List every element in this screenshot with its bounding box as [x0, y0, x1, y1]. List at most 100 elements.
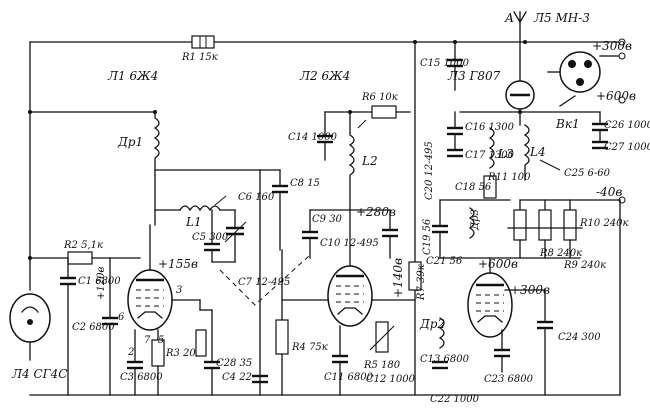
pin-label: 2	[127, 347, 134, 358]
tube-l5	[505, 80, 535, 110]
c26-label: C26 1000	[604, 120, 650, 131]
c11-capacitor: C11 6800	[324, 325, 374, 396]
pin-label: 6	[118, 312, 125, 323]
r5-resistor: R5 180	[363, 321, 401, 371]
c10-capacitor: C10 12-495	[320, 238, 379, 249]
l1-coil-label: L1	[185, 215, 202, 229]
c8-capacitor: C8 15	[272, 169, 320, 251]
tube-l4: Л4 СГ4С	[9, 293, 67, 381]
c7-label: C7 12-495	[238, 277, 290, 288]
r2-label: R2 5,1к	[63, 240, 103, 251]
v280-label: +280в	[356, 205, 396, 219]
r10-label: R10 240к	[579, 218, 629, 229]
c15-capacitor: C15 1000	[420, 41, 470, 91]
c17-label: C17 1300	[465, 150, 515, 161]
c13-capacitor: C13 6800	[420, 354, 470, 370]
c23-label: C23 6800	[484, 374, 534, 385]
r3-label: R3 20к	[165, 348, 202, 359]
c3-label: C3 6800	[120, 372, 163, 383]
c2-label: C2 6800	[72, 322, 115, 333]
c13-label: C13 6800	[420, 354, 470, 365]
tube-l2: Л2 6Ж4	[299, 69, 373, 327]
r9-label: R9 240к	[563, 260, 606, 271]
r1-resistor: R1 15к	[181, 35, 218, 63]
c5-capacitor: C5 300	[192, 209, 229, 263]
top-bus	[28, 38, 626, 291]
r3-resistor: R3 20к	[151, 329, 202, 396]
c1-label: C1 6800	[78, 276, 121, 287]
c19-label: C19 56	[422, 218, 433, 255]
pin-label: 7	[144, 335, 151, 346]
dr2-choke: Др2	[419, 317, 445, 349]
v600-label: +600в	[596, 89, 636, 103]
c22-label: C22 1000	[430, 394, 480, 405]
r6-resistor: R6 10к	[361, 92, 398, 119]
c20-capacitor: C20 12-495	[424, 141, 435, 200]
dr2-label: Др2	[419, 317, 445, 331]
c2-capacitor: C2 6800	[72, 257, 118, 396]
c19-capacitor: C19 56	[422, 199, 448, 259]
v120-label: +120в	[96, 267, 107, 300]
c3-capacitor: C3 6800	[120, 329, 163, 396]
dr1-label: Др1	[117, 135, 143, 149]
c27-label: C27 1000	[604, 142, 650, 153]
r7-resistor: R7 39к	[408, 261, 427, 301]
c14-capacitor: C14 1000	[288, 132, 338, 161]
c6-capacitor: C6 160	[224, 192, 275, 263]
tube-l3: Л3 Г807	[447, 69, 513, 338]
l2-coil-label: L2	[361, 154, 378, 168]
c11-label: C11 6800	[324, 372, 374, 383]
r4-resistor: R4 75к	[275, 249, 328, 396]
small-res-l1	[195, 329, 207, 357]
l1-tube-label: Л1 6Ж4	[107, 69, 158, 83]
c24-capacitor: C24 300	[537, 289, 601, 396]
c20-label: C20 12-495	[424, 141, 435, 200]
r1-label: R1 15к	[181, 52, 218, 63]
c7-capacitor: C7 12-495	[238, 277, 290, 288]
tube-l1: Л1 6Ж4	[107, 69, 173, 331]
c14-label: C14 1000	[288, 132, 338, 143]
dr3-choke: Др3	[468, 207, 481, 239]
c4-label: C4 22	[222, 372, 252, 383]
l2-tube-label: Л2 6Ж4	[299, 69, 350, 83]
c28-capacitor: C28 35	[216, 358, 268, 384]
l1-inductor: L1	[179, 195, 236, 229]
r11-resistor: R11 100	[483, 172, 531, 199]
c23-capacitor: C23 6800	[484, 329, 534, 385]
r4-label: R4 75к	[291, 342, 328, 353]
c8-label: C8 15	[290, 178, 320, 189]
c28-label: C28 35	[216, 358, 252, 369]
l4-inductor: L4	[523, 124, 546, 181]
vminus40-label: -40в	[596, 185, 622, 199]
v600b-label: +600в	[478, 257, 518, 271]
pin-label: 5	[158, 335, 164, 346]
switch-indicator: +300в	[547, 39, 632, 93]
l3-inductor: L3	[488, 127, 514, 169]
c25-label: C25 6-60	[564, 168, 611, 179]
l4-tube-label: Л4 СГ4С	[11, 367, 67, 381]
c18-capacitor: C18 56	[455, 182, 492, 193]
c6-label: C6 160	[238, 192, 275, 203]
c25-capacitor: C25 6-60	[539, 159, 611, 179]
v155-label: +155в	[158, 257, 198, 271]
c9-capacitor: C9 30	[302, 209, 343, 259]
c21-label: C21 56	[426, 256, 463, 267]
c26-c27-capacitors: C26 1000 C27 1000	[592, 111, 650, 153]
v140-label: +140в	[391, 258, 405, 298]
c29-capacitor	[382, 209, 398, 259]
pin-label: 3	[176, 285, 182, 296]
c1-capacitor: C1 6800	[60, 257, 121, 396]
c21-capacitor: C21 56	[426, 256, 463, 267]
antenna-label: А	[504, 11, 514, 25]
l2-inductor: L2	[348, 111, 378, 211]
r2-resistor: R2 5,1к	[29, 240, 141, 265]
v300-label: +300в	[592, 39, 632, 53]
r11-label: R11 100	[487, 172, 531, 183]
r8-label: R8 240к	[539, 248, 582, 259]
dr3-label: Др3	[470, 209, 481, 231]
l4-coil-label: L4	[529, 145, 546, 159]
c24-label: C24 300	[558, 332, 601, 343]
c22-capacitor: C22 1000	[430, 394, 480, 405]
r7-label: R7 39к	[416, 264, 427, 301]
